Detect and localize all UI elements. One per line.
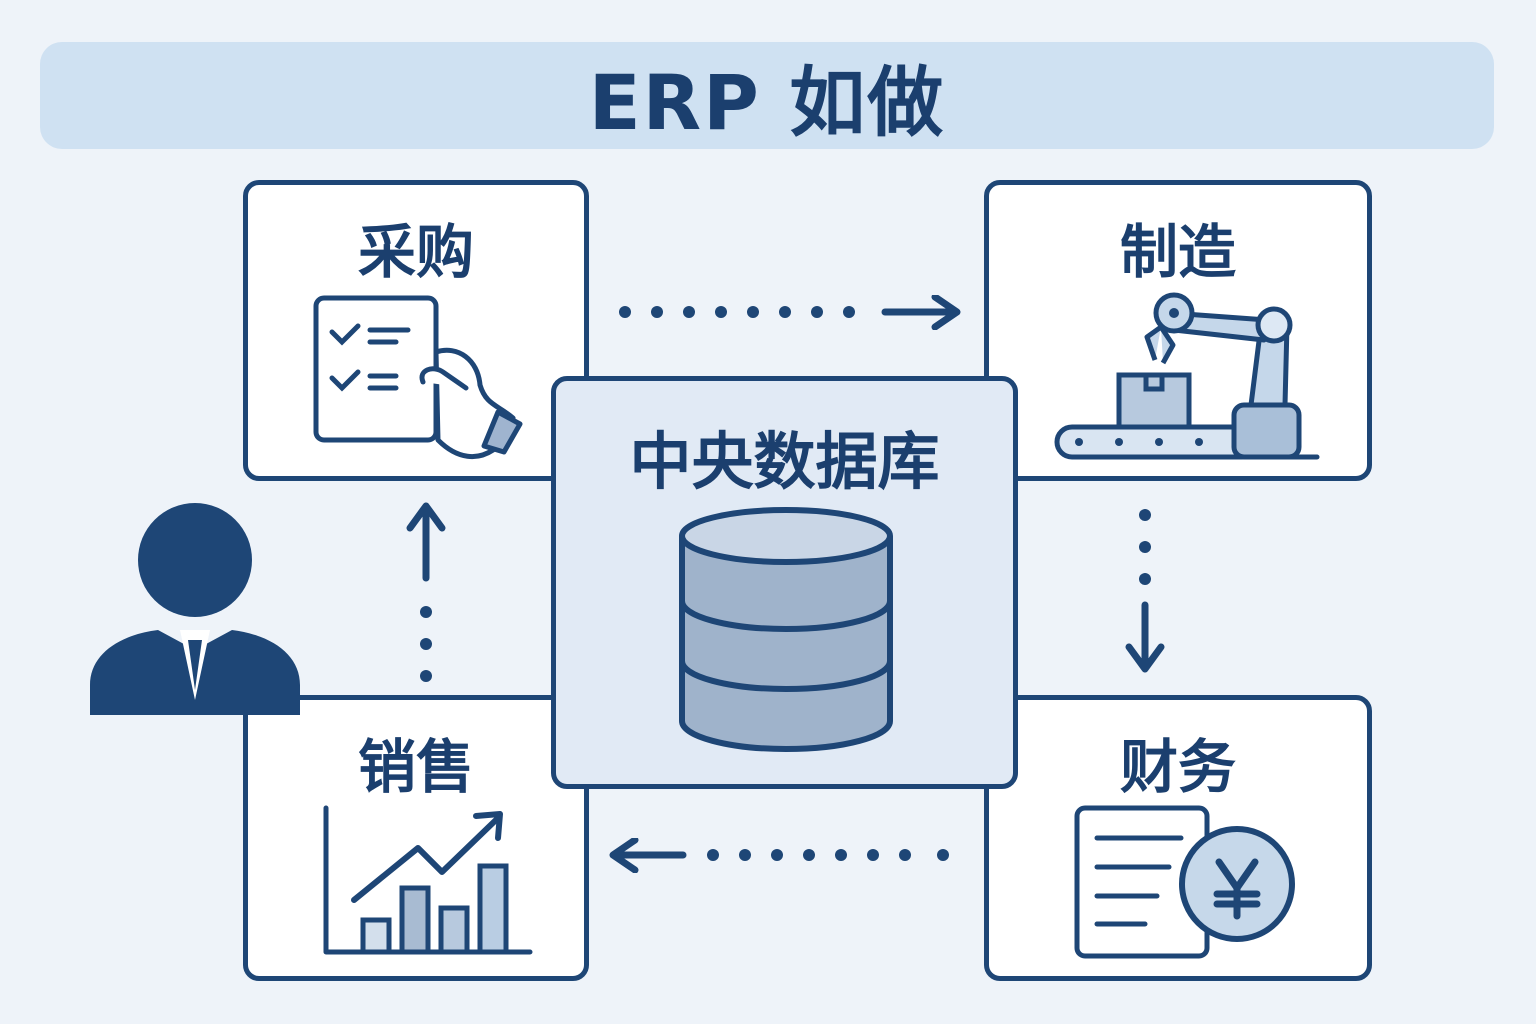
- module-manufacturing[interactable]: 制造: [984, 180, 1372, 481]
- module-purchase-label: 采购: [357, 218, 474, 286]
- module-purchase[interactable]: 采购: [243, 180, 589, 481]
- flow-manufacturing-to-finance: [1125, 509, 1165, 673]
- central-database[interactable]: 中央数据库: [551, 376, 1018, 789]
- central-database-label: 中央数据库: [629, 425, 940, 498]
- businessman-icon: [90, 503, 300, 715]
- module-sales[interactable]: 销售: [243, 695, 589, 981]
- growth-chart-icon: [323, 805, 533, 955]
- module-manufacturing-label: 制造: [1119, 218, 1236, 286]
- flow-sales-to-purchase: [406, 502, 446, 682]
- database-icon: [679, 507, 893, 752]
- invoice-yen-icon: [1074, 805, 1295, 959]
- module-finance-label: 财务: [1119, 733, 1236, 801]
- flow-finance-to-sales: [609, 838, 949, 873]
- page-title: ERP 如做: [588, 57, 946, 147]
- flow-purchase-to-manufacturing: [619, 295, 961, 330]
- checklist-hand-icon: [313, 295, 523, 460]
- module-sales-label: 销售: [357, 733, 474, 801]
- title-banner: ERP 如做: [40, 42, 1494, 149]
- robot-arm-conveyor-icon: [1054, 292, 1320, 460]
- module-finance[interactable]: 财务: [984, 695, 1372, 981]
